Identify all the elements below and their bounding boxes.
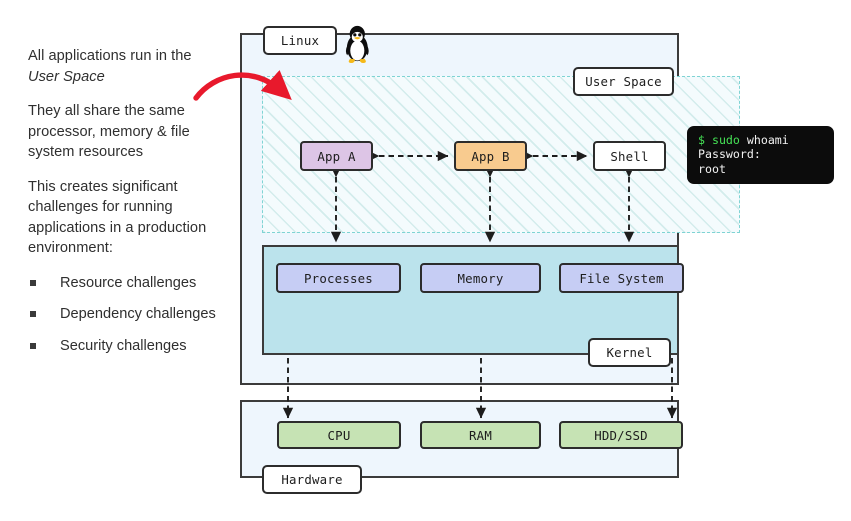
- label-user-space: User Space: [573, 67, 674, 96]
- node-hdd-ssd: HDD/SSD: [559, 421, 683, 449]
- terminal-line-command: $ sudo whoami: [698, 133, 825, 147]
- label-hardware: Hardware: [262, 465, 362, 494]
- explanation-panel: All applications run in the User Space T…: [28, 46, 224, 367]
- paragraph-text: All applications run in the: [28, 48, 192, 64]
- challenges-list: Resource challenges Dependency challenge…: [28, 273, 224, 357]
- emphasis-user-space: User Space: [28, 68, 105, 85]
- paragraph-challenges-intro: This creates significant challenges for …: [28, 178, 207, 257]
- node-app-b: App B: [454, 141, 527, 171]
- paragraph-user-space: All applications run in the User Space: [28, 46, 224, 87]
- square-bullet-icon: [30, 342, 36, 349]
- list-item-label: Dependency challenges: [60, 306, 216, 322]
- list-item-label: Security challenges: [60, 337, 187, 354]
- label-kernel: Kernel: [588, 338, 671, 367]
- terminal-command-arg: whoami: [746, 133, 789, 147]
- list-item-label: Resource challenges: [60, 274, 197, 291]
- node-shell: Shell: [593, 141, 666, 171]
- square-bullet-icon: [30, 279, 36, 286]
- square-bullet-icon: [30, 311, 36, 317]
- terminal-command-keyword: sudo: [711, 133, 740, 147]
- list-item: Dependency challenges: [28, 304, 224, 325]
- terminal-prompt: $: [698, 133, 705, 147]
- terminal-window: $ sudo whoami Password: root: [687, 126, 834, 184]
- node-app-a: App A: [300, 141, 373, 171]
- list-item: Security challenges: [28, 336, 224, 357]
- node-file-system: File System: [559, 263, 684, 293]
- node-ram: RAM: [420, 421, 541, 449]
- label-linux: Linux: [263, 26, 337, 55]
- terminal-line-password: Password:: [698, 147, 761, 162]
- node-cpu: CPU: [277, 421, 401, 449]
- paragraph-shared-resources: They all share the same processor, memor…: [28, 103, 190, 160]
- node-memory: Memory: [420, 263, 541, 293]
- list-item: Resource challenges: [28, 273, 224, 294]
- node-processes: Processes: [276, 263, 401, 293]
- terminal-line-output: root: [698, 161, 726, 176]
